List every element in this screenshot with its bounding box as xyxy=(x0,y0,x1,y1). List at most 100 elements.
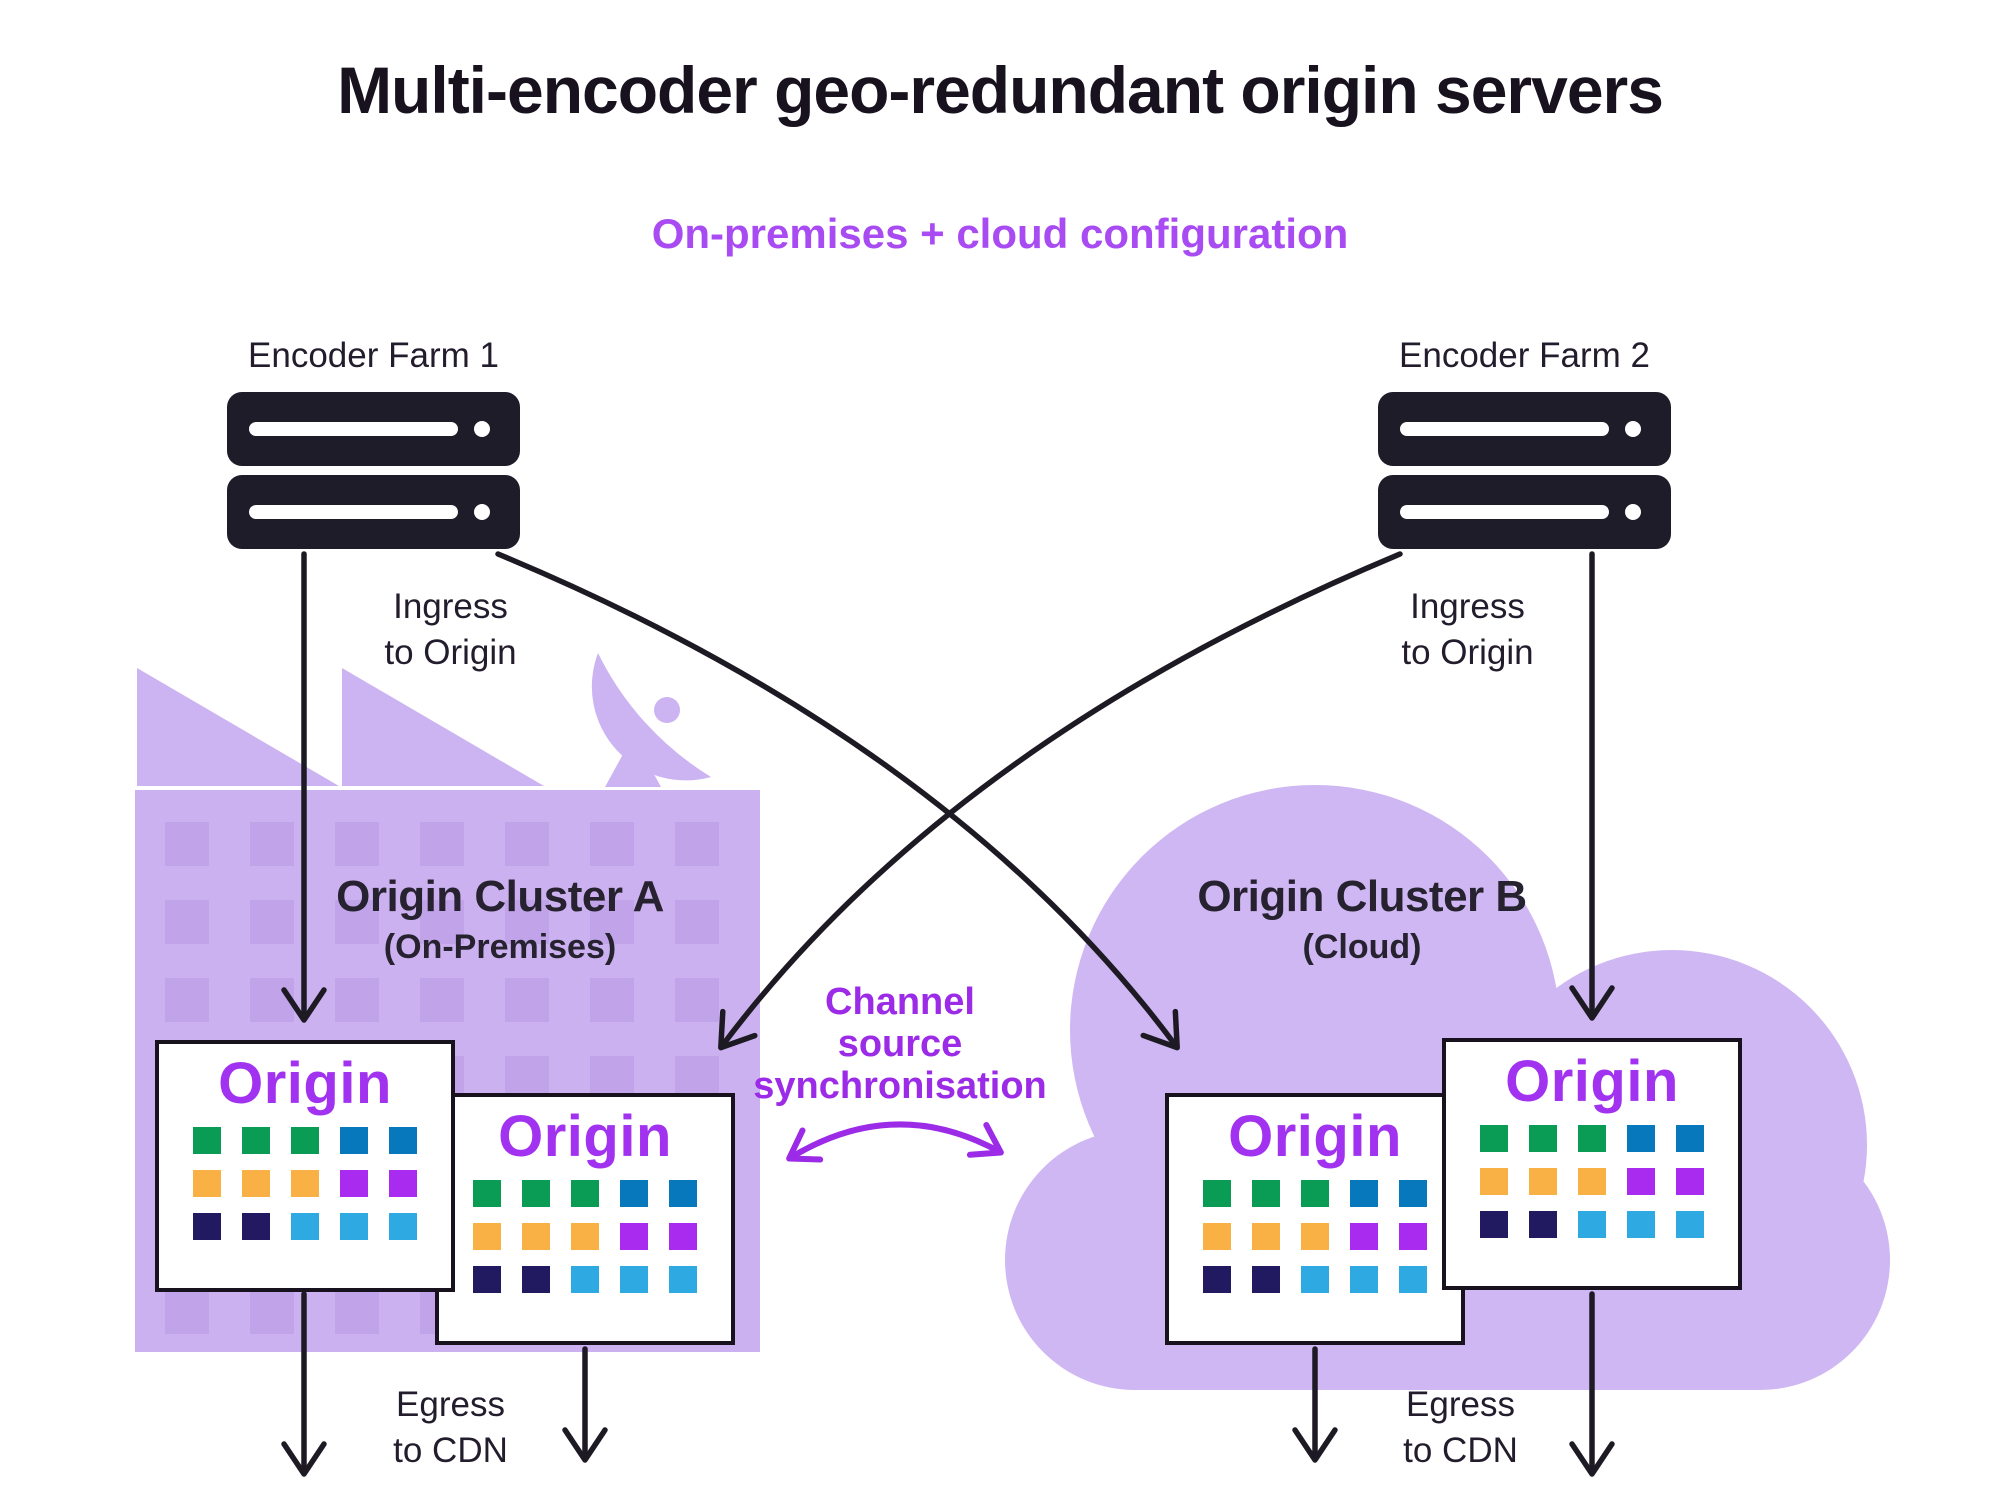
channel-square-orange xyxy=(1480,1168,1508,1195)
egress-right-line1: Egress xyxy=(1406,1385,1515,1424)
channel-square-orange xyxy=(193,1170,221,1197)
egress-left-label: Egress to CDN xyxy=(328,1382,573,1474)
channel-square-navy xyxy=(242,1213,270,1240)
server-slot-icon xyxy=(1400,505,1609,519)
server-rack-icon xyxy=(1378,392,1671,466)
origin-server-a1: Origin xyxy=(155,1040,455,1292)
factory-roof-icon xyxy=(137,668,339,786)
channel-square-violet xyxy=(1350,1223,1378,1250)
channel-square-violet xyxy=(340,1170,368,1197)
channel-square-green xyxy=(242,1127,270,1154)
channel-grid xyxy=(193,1127,417,1240)
encoder-farm-1-label: Encoder Farm 1 xyxy=(248,336,499,375)
page-title: Multi-encoder geo-redundant origin serve… xyxy=(337,53,1664,127)
channel-square-navy xyxy=(1203,1266,1231,1293)
origin-server-a2: Origin xyxy=(435,1093,735,1345)
cluster-a-subtitle: (On-Premises) xyxy=(383,928,617,966)
channel-square-navy xyxy=(522,1266,550,1293)
channel-square-orange xyxy=(1301,1223,1329,1250)
origin-server-label: Origin xyxy=(498,1104,672,1169)
channel-square-orange xyxy=(1578,1168,1606,1195)
origin-server-label: Origin xyxy=(218,1051,392,1116)
channel-square-navy xyxy=(473,1266,501,1293)
server-led-icon xyxy=(1625,504,1641,520)
origin-server-label: Origin xyxy=(1228,1104,1402,1169)
channel-square-violet xyxy=(620,1223,648,1250)
server-rack-icon xyxy=(227,475,520,549)
server-slot-icon xyxy=(249,422,458,436)
channel-grid xyxy=(1480,1125,1704,1238)
channel-square-sky xyxy=(1578,1211,1606,1238)
channel-square-blue xyxy=(1399,1180,1427,1207)
channel-square-violet xyxy=(1676,1168,1704,1195)
server-slot-icon xyxy=(249,505,458,519)
channel-square-green xyxy=(193,1127,221,1154)
channel-square-sky xyxy=(571,1266,599,1293)
server-slot-icon xyxy=(1400,422,1609,436)
channel-square-violet xyxy=(1399,1223,1427,1250)
ingress-right-label: Ingress to Origin xyxy=(1345,584,1590,676)
sync-line2: source xyxy=(837,1022,963,1065)
ingress-left-label: Ingress to Origin xyxy=(328,584,573,676)
encoder-farm-2-server-icon xyxy=(1378,392,1671,558)
channel-square-blue xyxy=(669,1180,697,1207)
channel-square-orange xyxy=(1252,1223,1280,1250)
satellite-dish-icon xyxy=(591,653,711,787)
cluster-b-subtitle: (Cloud) xyxy=(1302,928,1422,966)
egress-right-label: Egress to CDN xyxy=(1338,1382,1583,1474)
channel-square-sky xyxy=(1350,1266,1378,1293)
ingress-right-line1: Ingress xyxy=(1410,587,1525,626)
sync-line1: Channel xyxy=(825,981,975,1023)
sync-line3: synchronisation xyxy=(753,1064,1047,1107)
origin-server-label: Origin xyxy=(1505,1049,1679,1114)
channel-square-navy xyxy=(1480,1211,1508,1238)
channel-square-orange xyxy=(571,1223,599,1250)
factory-roof-icon xyxy=(342,668,544,786)
channel-square-orange xyxy=(1203,1223,1231,1250)
channel-square-violet xyxy=(1627,1168,1655,1195)
ingress-left-line1: Ingress xyxy=(393,587,508,626)
channel-square-green xyxy=(1578,1125,1606,1152)
channel-square-orange xyxy=(473,1223,501,1250)
cluster-a-title: Origin Cluster A (On-Premises) xyxy=(240,872,760,967)
channel-square-orange xyxy=(291,1170,319,1197)
channel-square-sky xyxy=(669,1266,697,1293)
egress-left-line2: to CDN xyxy=(393,1431,508,1471)
channel-square-sky xyxy=(1399,1266,1427,1293)
egress-left-line1: Egress xyxy=(396,1385,505,1424)
channel-square-sky xyxy=(620,1266,648,1293)
channel-square-blue xyxy=(340,1127,368,1154)
channel-square-sky xyxy=(340,1213,368,1240)
channel-square-blue xyxy=(1627,1125,1655,1152)
arrow-sync-bidirectional xyxy=(786,1121,1004,1163)
channel-square-green xyxy=(1480,1125,1508,1152)
channel-square-green xyxy=(1203,1180,1231,1207)
channel-square-sky xyxy=(1301,1266,1329,1293)
server-led-icon xyxy=(474,504,490,520)
encoder-farm-2-label: Encoder Farm 2 xyxy=(1399,336,1650,375)
channel-square-sky xyxy=(389,1213,417,1240)
channel-square-sky xyxy=(291,1213,319,1240)
channel-square-violet xyxy=(669,1223,697,1250)
server-rack-icon xyxy=(227,392,520,466)
encoder-farm-1-server-icon xyxy=(227,392,520,558)
origin-server-b2: Origin xyxy=(1442,1038,1742,1290)
channel-square-green xyxy=(1301,1180,1329,1207)
server-led-icon xyxy=(1625,421,1641,437)
channel-square-orange xyxy=(522,1223,550,1250)
cluster-b-title: Origin Cluster B (Cloud) xyxy=(1102,872,1622,967)
channel-square-green xyxy=(291,1127,319,1154)
server-led-icon xyxy=(474,421,490,437)
cluster-b-name: Origin Cluster B xyxy=(1197,872,1527,921)
egress-right-line2: to CDN xyxy=(1403,1431,1518,1471)
channel-square-blue xyxy=(620,1180,648,1207)
channel-square-green xyxy=(473,1180,501,1207)
channel-square-navy xyxy=(1529,1211,1557,1238)
origin-server-b1: Origin xyxy=(1165,1093,1465,1345)
ingress-right-line2: to Origin xyxy=(1401,633,1534,673)
channel-square-blue xyxy=(1350,1180,1378,1207)
channel-square-green xyxy=(522,1180,550,1207)
page-subtitle: On-premises + cloud configuration xyxy=(651,210,1349,257)
channel-square-navy xyxy=(193,1213,221,1240)
